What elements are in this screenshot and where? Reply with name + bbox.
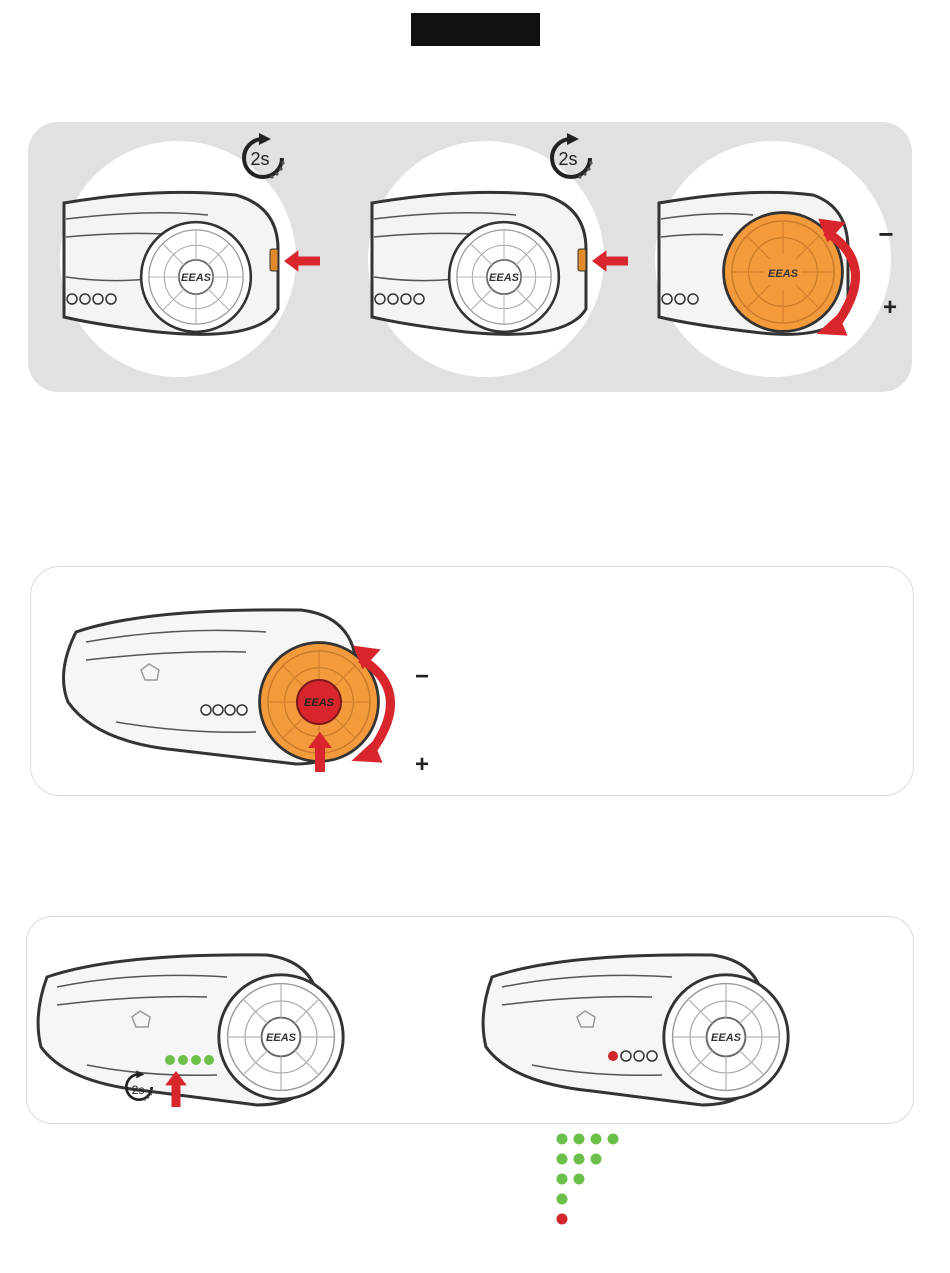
led-level-legend bbox=[550, 1130, 630, 1230]
side-button-icon bbox=[270, 249, 278, 271]
led-dot-green bbox=[557, 1194, 568, 1205]
legend-row bbox=[557, 1174, 585, 1185]
led-dot-green bbox=[574, 1154, 585, 1165]
step-2-panel: EEAS − + bbox=[30, 566, 914, 796]
led-dot-green bbox=[557, 1154, 568, 1165]
timer-label: 2s bbox=[132, 1083, 145, 1097]
timer-label: 2s bbox=[250, 149, 269, 169]
frame-press-and-rotate-dial: EEAS − + bbox=[56, 592, 436, 782]
brand-logo: EEAS bbox=[711, 1032, 742, 1044]
frame-led-indicator-result: EEAS bbox=[482, 937, 812, 1112]
frame-rotate-dial: EEAS − + bbox=[653, 137, 913, 382]
volume-plus-sign: + bbox=[883, 294, 897, 321]
brand-logo: EEAS bbox=[266, 1032, 297, 1044]
led-dot-green bbox=[608, 1134, 619, 1145]
legend-row bbox=[557, 1154, 602, 1165]
legend-row bbox=[557, 1134, 619, 1145]
legend-row bbox=[557, 1214, 568, 1225]
led-dot-red bbox=[557, 1214, 568, 1225]
step-1-panel: EEAS 2s EEAS 2s EEAS bbox=[28, 122, 912, 392]
volume-plus-sign: + bbox=[415, 751, 429, 778]
led-dot-green bbox=[557, 1174, 568, 1185]
legend-row bbox=[557, 1194, 568, 1205]
side-button-icon bbox=[578, 249, 586, 271]
led-dot-green bbox=[591, 1134, 602, 1145]
led-dot-green bbox=[574, 1134, 585, 1145]
volume-minus-sign: − bbox=[415, 663, 429, 690]
led-dot-green bbox=[591, 1154, 602, 1165]
step-3-panel: EEAS 2s EEAS bbox=[26, 916, 914, 1124]
brand-logo: EEAS bbox=[489, 272, 520, 284]
led-dot-green bbox=[557, 1134, 568, 1145]
brand-logo: EEAS bbox=[304, 697, 335, 709]
frame-hold-led-area: EEAS 2s bbox=[37, 937, 367, 1112]
led-dot-green bbox=[574, 1174, 585, 1185]
frame-hold-side-button-2: EEAS 2s bbox=[366, 137, 606, 382]
timer-label: 2s bbox=[558, 149, 577, 169]
brand-logo: EEAS bbox=[768, 268, 799, 280]
brand-logo: EEAS bbox=[181, 272, 212, 284]
header-title-bar bbox=[411, 13, 540, 46]
frame-hold-side-button-1: EEAS 2s bbox=[58, 137, 298, 382]
led-red-icon bbox=[608, 1051, 618, 1061]
volume-minus-sign: − bbox=[878, 219, 893, 249]
